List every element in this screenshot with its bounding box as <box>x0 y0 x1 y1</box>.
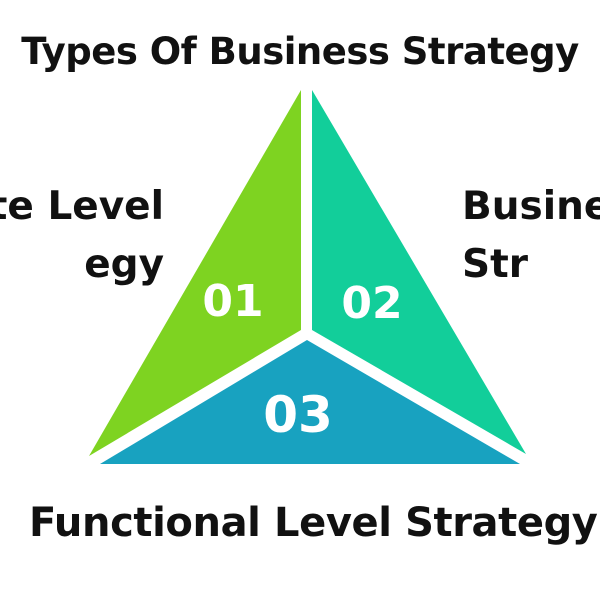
segment-01-number: 01 <box>202 276 263 327</box>
diagram-title: Types Of Business Strategy <box>21 30 579 73</box>
segment-01-label: te Level egy <box>0 178 164 294</box>
segment-01-label-line-1: te Level <box>0 184 164 229</box>
segment-01-label-line-2: egy <box>84 242 164 287</box>
segment-02-shape <box>312 90 526 454</box>
segment-02-label-line-1: Busine <box>462 184 600 229</box>
segment-02-label-line-2: Str <box>462 242 528 287</box>
segment-03-label: Functional Level Strategy <box>29 500 598 546</box>
segment-03-number: 03 <box>263 386 333 444</box>
segment-03-shape <box>100 340 520 464</box>
segment-01-shape <box>89 90 301 456</box>
segment-02-label: Busine Str <box>462 178 600 294</box>
segment-02-number: 02 <box>341 278 402 329</box>
